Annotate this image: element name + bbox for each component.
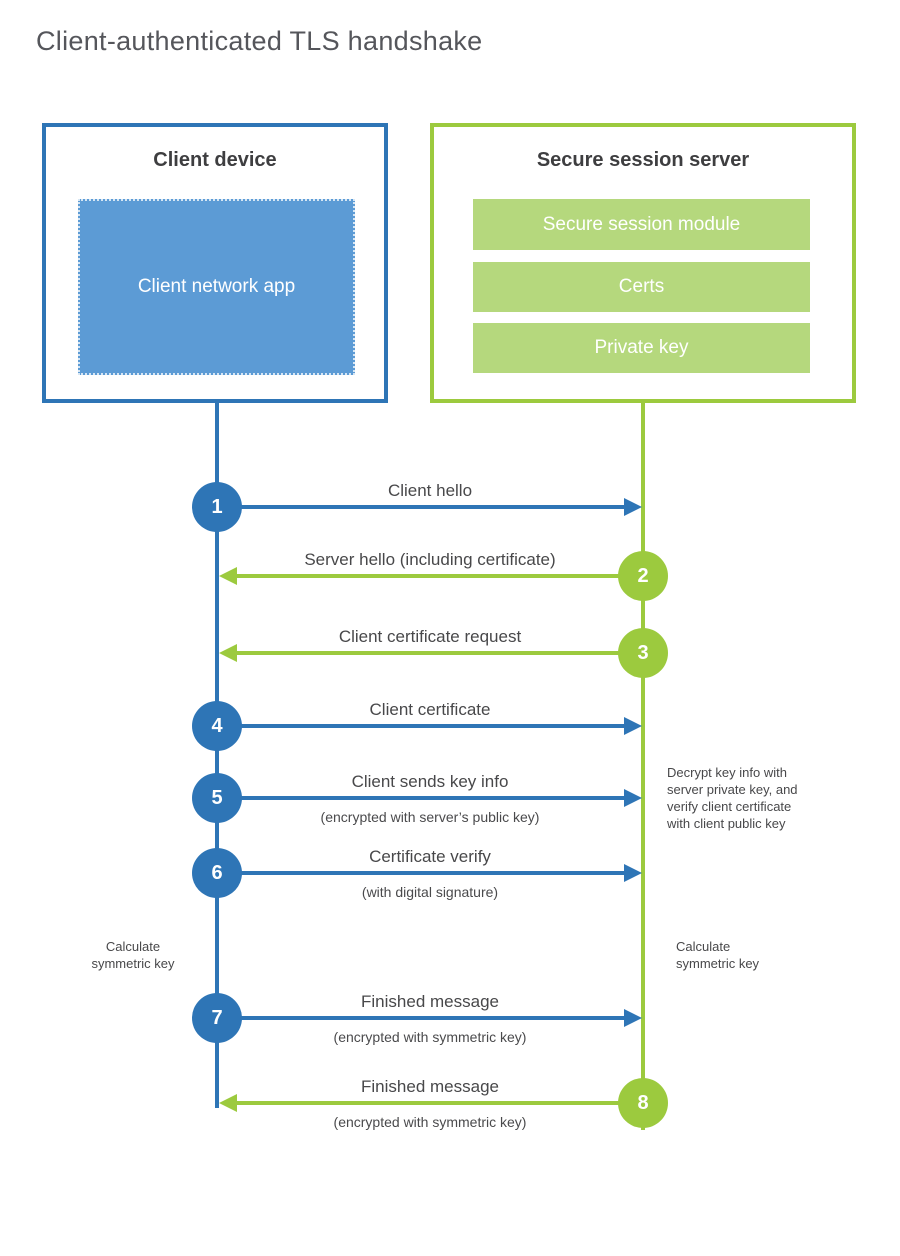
step-2-badge: 2 — [618, 551, 668, 601]
step-8-arrowhead — [219, 1094, 237, 1112]
step-6-badge: 6 — [192, 848, 242, 898]
private-key-bar: Private key — [473, 323, 810, 373]
calc-left-line: Calculate — [105, 939, 161, 954]
step-1-arrowhead — [624, 498, 642, 516]
step-6-arrow — [217, 871, 624, 875]
step-1-badge: 1 — [192, 482, 242, 532]
step-3-label: Client certificate request — [338, 627, 522, 646]
server-lifeline — [641, 403, 645, 1130]
step-8-arrow — [237, 1101, 643, 1105]
decrypt-note-line: with client public key — [667, 816, 786, 831]
step-4-arrow — [217, 724, 624, 728]
step-2-arrow — [237, 574, 643, 578]
step-1-label: Client hello — [387, 481, 473, 500]
step-3-arrowhead — [219, 644, 237, 662]
decrypt-note: Decrypt key info with server private key… — [667, 764, 837, 832]
step-5-label: Client sends key info — [351, 772, 509, 791]
calc-right-line: Calculate — [676, 939, 731, 954]
certs-bar: Certs — [473, 262, 810, 312]
step-7-arrow — [217, 1016, 624, 1020]
step-5-sublabel: (encrypted with server’s public key) — [320, 809, 540, 825]
client-lifeline — [215, 403, 219, 1108]
step-8-label: Finished message — [361, 1077, 499, 1096]
step-5-badge: 5 — [192, 773, 242, 823]
decrypt-note-line: Decrypt key info with — [667, 765, 787, 780]
step-1-arrow — [217, 505, 624, 509]
step-3-arrow — [237, 651, 643, 655]
page-title: Client-authenticated TLS handshake — [36, 26, 483, 56]
step-4-arrowhead — [624, 717, 642, 735]
step-6-arrowhead — [624, 864, 642, 882]
server-heading: Secure session server — [536, 149, 750, 171]
calc-left-line: symmetric key — [91, 956, 175, 971]
step-7-sublabel: (encrypted with symmetric key) — [333, 1029, 527, 1045]
calc-symmetric-key-right: Calculate symmetric key — [676, 938, 786, 972]
step-7-label: Finished message — [361, 992, 499, 1011]
step-5-arrow — [217, 796, 624, 800]
step-5-arrowhead — [624, 789, 642, 807]
step-2-label: Server hello (including certificate) — [304, 550, 556, 569]
client-network-app-label: Client network app — [137, 276, 296, 297]
step-7-arrowhead — [624, 1009, 642, 1027]
decrypt-note-line: verify client certificate — [667, 799, 792, 814]
step-6-label: Certificate verify — [369, 847, 491, 866]
step-3-badge: 3 — [618, 628, 668, 678]
client-network-app-box: Client network app — [78, 199, 355, 375]
decrypt-note-line: server private key, and — [667, 782, 798, 797]
step-6-sublabel: (with digital signature) — [361, 884, 499, 900]
step-7-badge: 7 — [192, 993, 242, 1043]
step-4-badge: 4 — [192, 701, 242, 751]
step-8-sublabel: (encrypted with symmetric key) — [333, 1114, 527, 1130]
step-4-label: Client certificate — [369, 700, 491, 719]
calc-right-line: symmetric key — [676, 956, 760, 971]
step-2-arrowhead — [219, 567, 237, 585]
step-8-badge: 8 — [618, 1078, 668, 1128]
calc-symmetric-key-left: Calculate symmetric key — [78, 938, 188, 972]
secure-session-module-bar: Secure session module — [473, 199, 810, 250]
client-device-heading: Client device — [153, 149, 277, 171]
